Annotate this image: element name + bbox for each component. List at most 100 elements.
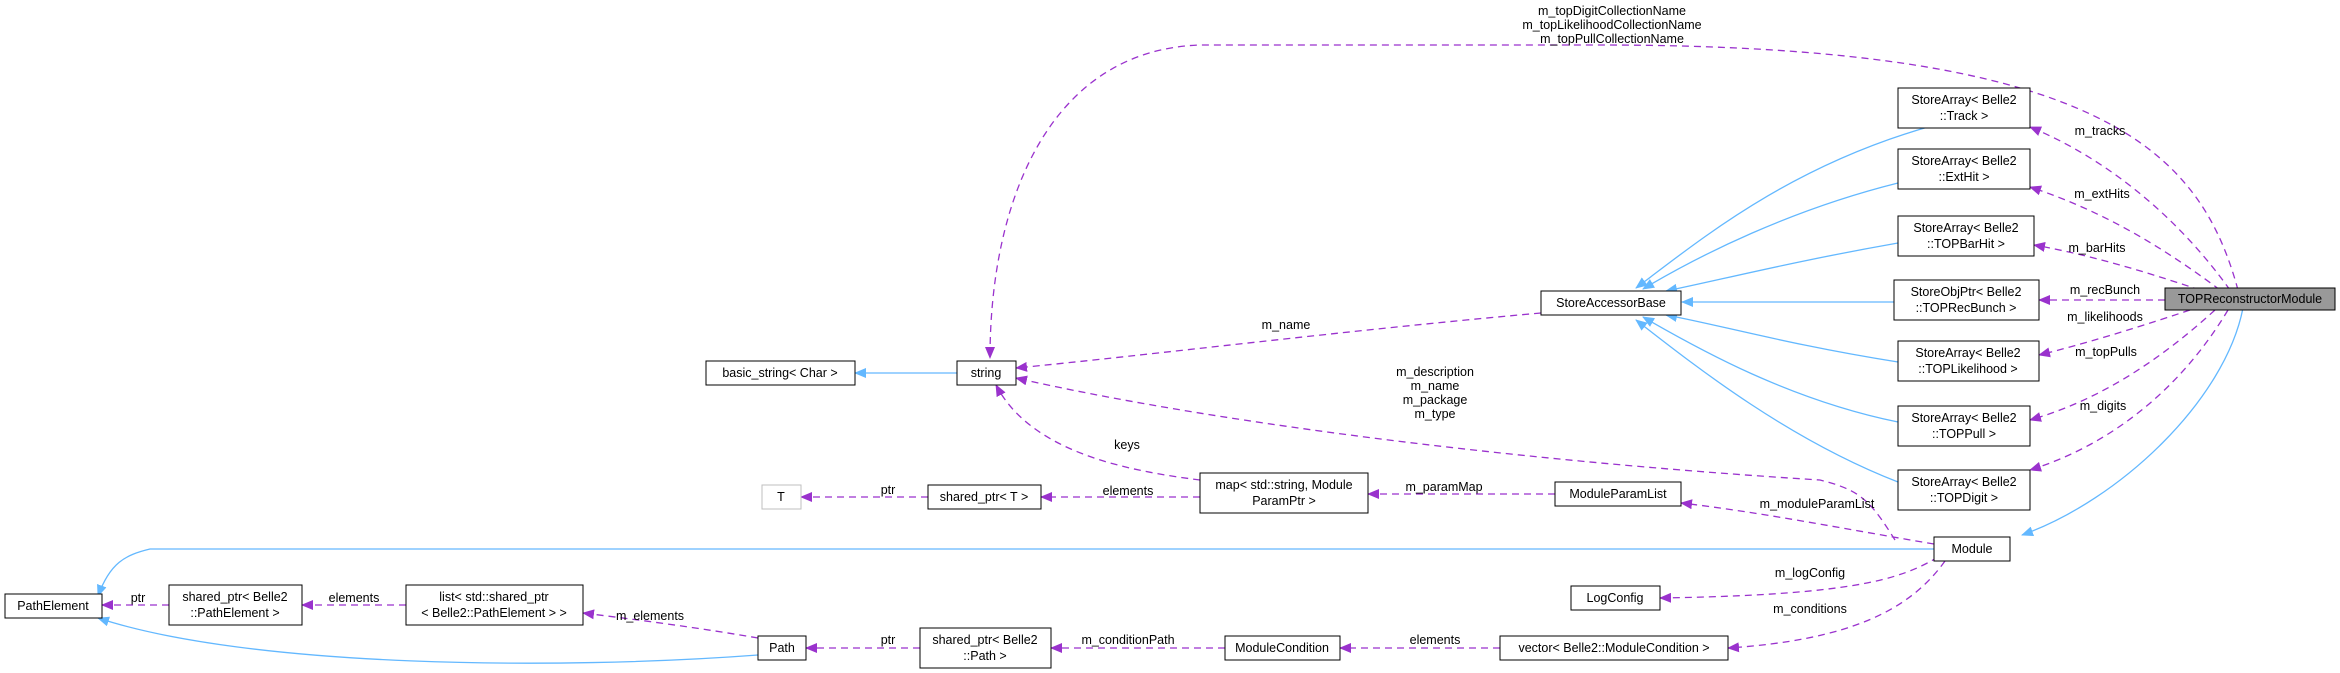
label-m-likelihoods: m_likelihoods [2067, 310, 2143, 324]
label-ptr-path: ptr [881, 633, 896, 647]
label-ptr-pathelement: ptr [131, 591, 146, 605]
member-edge-keys [995, 384, 1201, 481]
node-store-array-toplikelihood-line1: StoreArray< Belle2 [1915, 346, 2020, 360]
node-basic-string[interactable]: basic_string< Char > [705, 360, 856, 386]
node-shared-ptr-path-line2: ::Path > [963, 649, 1006, 663]
member-edge-m-conditions [1727, 560, 1946, 653]
member-edge-m-barhits [2033, 242, 2201, 291]
node-module-param-list[interactable]: ModuleParamList [1554, 481, 1682, 507]
member-edge-m-elements [582, 609, 759, 639]
label-collection-name-3: m_topPullCollectionName [1540, 32, 1684, 46]
node-store-array-toppull-line1: StoreArray< Belle2 [1911, 411, 2016, 425]
node-store-accessor-base[interactable]: StoreAccessorBase [1540, 290, 1682, 316]
member-edge-m-likelihoods [2038, 309, 2191, 358]
node-t[interactable]: T [761, 484, 802, 510]
node-log-config-label: LogConfig [1587, 591, 1644, 605]
node-map-module-param-ptr-line2: ParamPtr > [1252, 494, 1316, 508]
label-m-logconfig: m_logConfig [1775, 566, 1845, 580]
node-vector-module-condition[interactable]: vector< Belle2::ModuleCondition > [1499, 635, 1729, 661]
node-string[interactable]: string [956, 360, 1017, 386]
node-store-array-exthit[interactable]: StoreArray< Belle2 ::ExtHit > [1897, 148, 2031, 190]
node-module[interactable]: Module [1933, 536, 2011, 562]
label-m-barhits: m_barHits [2069, 241, 2126, 255]
node-string-label: string [971, 366, 1002, 380]
node-module-condition-label: ModuleCondition [1235, 641, 1329, 655]
label-m-elements: m_elements [616, 609, 684, 623]
label-module-string-3: m_package [1403, 393, 1468, 407]
member-edge-m-tracks [2029, 126, 2231, 291]
node-log-config[interactable]: LogConfig [1570, 585, 1661, 611]
label-m-digits: m_digits [2080, 399, 2127, 413]
member-edge-m-name [1015, 312, 1542, 372]
node-t-label: T [777, 490, 785, 504]
label-m-conditionpath: m_conditionPath [1081, 633, 1174, 647]
node-store-array-exthit-line1: StoreArray< Belle2 [1911, 154, 2016, 168]
member-edge-collection-names [985, 44, 2239, 359]
node-path[interactable]: Path [757, 635, 807, 661]
node-shared-ptr-path-line1: shared_ptr< Belle2 [932, 633, 1037, 647]
node-store-array-topbarhit-line1: StoreArray< Belle2 [1913, 221, 2018, 235]
node-store-obj-ptr-toprecbunch-line2: ::TOPRecBunch > [1916, 301, 2017, 315]
node-module-label: Module [1952, 542, 1993, 556]
node-store-array-toplikelihood-line2: ::TOPLikelihood > [1918, 362, 2017, 376]
node-shared-ptr-path-element-line1: shared_ptr< Belle2 [182, 590, 287, 604]
node-shared-ptr-t-label: shared_ptr< T > [940, 490, 1029, 504]
member-edge-m-logconfig [1659, 556, 1939, 603]
node-basic-string-label: basic_string< Char > [722, 366, 837, 380]
label-module-string-2: m_name [1411, 379, 1460, 393]
label-elements-vector: elements [1410, 633, 1461, 647]
node-vector-module-condition-label: vector< Belle2::ModuleCondition > [1518, 641, 1709, 655]
node-store-obj-ptr-toprecbunch[interactable]: StoreObjPtr< Belle2 ::TOPRecBunch > [1893, 279, 2040, 321]
node-path-element[interactable]: PathElement [4, 593, 103, 619]
node-shared-ptr-t[interactable]: shared_ptr< T > [927, 484, 1042, 510]
label-m-conditions: m_conditions [1773, 602, 1847, 616]
node-store-array-topbarhit-line2: ::TOPBarHit > [1927, 237, 2005, 251]
node-store-array-topdigit-line1: StoreArray< Belle2 [1911, 475, 2016, 489]
member-edge-m-exthits [2029, 185, 2221, 291]
node-module-param-list-label: ModuleParamList [1569, 487, 1667, 501]
node-path-label: Path [769, 641, 795, 655]
node-store-array-track-line2: ::Track > [1940, 109, 1989, 123]
node-store-array-topbarhit[interactable]: StoreArray< Belle2 ::TOPBarHit > [1897, 215, 2035, 257]
node-store-array-track-line1: StoreArray< Belle2 [1911, 93, 2016, 107]
node-store-array-track[interactable]: StoreArray< Belle2 ::Track > [1897, 87, 2031, 129]
inherit-edge-path-pathelement [97, 616, 759, 664]
node-store-array-topdigit[interactable]: StoreArray< Belle2 ::TOPDigit > [1897, 469, 2031, 511]
node-map-module-param-ptr-line1: map< std::string, Module [1215, 478, 1352, 492]
inherit-edge-toprecmodule-module [2021, 307, 2244, 537]
node-store-array-topdigit-line2: ::TOPDigit > [1930, 491, 1998, 505]
node-list-shared-ptr-line1: list< std::shared_ptr [439, 590, 548, 604]
node-map-module-param-ptr[interactable]: map< std::string, Module ParamPtr > [1199, 472, 1369, 514]
member-edge-m-toppulls [2029, 309, 2216, 422]
label-elements-list: elements [329, 591, 380, 605]
node-store-array-toppull[interactable]: StoreArray< Belle2 ::TOPPull > [1897, 405, 2031, 447]
node-list-shared-ptr[interactable]: list< std::shared_ptr < Belle2::PathElem… [405, 584, 584, 626]
label-m-name: m_name [1262, 318, 1311, 332]
inherit-edge-topbarhit-base [1665, 242, 1899, 294]
label-collection-name-2: m_topLikelihoodCollectionName [1522, 18, 1701, 32]
label-m-tracks: m_tracks [2075, 124, 2126, 138]
member-edge-module-strings [1015, 375, 1896, 541]
inherit-edge-toppull-base [1642, 316, 1899, 423]
label-module-string-4: m_type [1415, 407, 1456, 421]
node-shared-ptr-path[interactable]: shared_ptr< Belle2 ::Path > [919, 627, 1052, 669]
node-shared-ptr-path-element[interactable]: shared_ptr< Belle2 ::PathElement > [168, 584, 303, 626]
label-elements-map: elements [1103, 484, 1154, 498]
label-module-string-1: m_description [1396, 365, 1474, 379]
node-path-element-label: PathElement [17, 599, 89, 613]
inherit-edge-module-pathelement [97, 548, 1934, 597]
label-collection-name-1: m_topDigitCollectionName [1538, 4, 1686, 18]
inherit-edge-track-base [1635, 124, 1936, 289]
node-store-obj-ptr-toprecbunch-line1: StoreObjPtr< Belle2 [1911, 285, 2022, 299]
node-store-array-toplikelihood[interactable]: StoreArray< Belle2 ::TOPLikelihood > [1897, 340, 2040, 382]
node-module-condition[interactable]: ModuleCondition [1224, 635, 1341, 661]
node-list-shared-ptr-line2: < Belle2::PathElement > > [421, 606, 567, 620]
label-m-parammap: m_paramMap [1405, 480, 1482, 494]
inherit-edge-exthit-base [1642, 182, 1899, 290]
member-edge-m-digits [2029, 309, 2229, 472]
node-store-accessor-base-label: StoreAccessorBase [1556, 296, 1666, 310]
inherit-edge-toplikelihood-base [1665, 312, 1899, 363]
node-top-reconstructor-module[interactable]: TOPReconstructorModule [2164, 287, 2336, 311]
label-m-exthits: m_extHits [2074, 187, 2130, 201]
node-store-array-toppull-line2: ::TOPPull > [1932, 427, 1996, 441]
